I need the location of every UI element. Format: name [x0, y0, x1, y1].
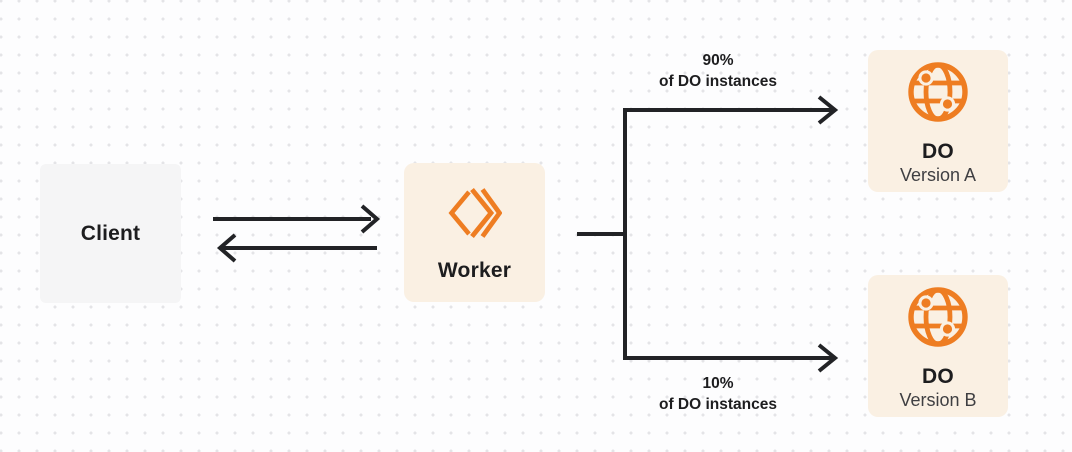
branch-top-arrow — [623, 95, 839, 125]
worker-to-client-arrow — [216, 233, 377, 263]
globe-icon — [908, 62, 968, 122]
bottom-branch-label-percent: 10% — [702, 375, 734, 392]
bottom-branch-label: 10% of DO instances — [593, 373, 843, 415]
worker-branch-trunk-line — [577, 108, 627, 360]
globe-icon — [908, 287, 968, 347]
do-version-b-title: DO — [922, 365, 954, 388]
do-version-b-node: DO Version B — [868, 275, 1008, 417]
client-node: Client — [40, 164, 181, 303]
do-version-a-title: DO — [922, 140, 954, 163]
do-version-b-subtitle: Version B — [899, 390, 977, 410]
worker-node: Worker — [404, 163, 545, 302]
client-label: Client — [80, 221, 141, 245]
cloudflare-workers-icon — [448, 187, 502, 239]
bottom-branch-label-text: of DO instances — [659, 396, 777, 413]
client-to-worker-arrow — [213, 204, 381, 234]
top-branch-label-percent: 90% — [702, 52, 734, 69]
worker-label: Worker — [437, 259, 512, 282]
branch-bottom-arrow — [623, 343, 839, 373]
top-branch-label-text: of DO instances — [659, 73, 777, 90]
do-version-a-subtitle: Version A — [899, 165, 977, 185]
do-version-a-node: DO Version A — [868, 50, 1008, 192]
top-branch-label: 90% of DO instances — [593, 50, 843, 92]
